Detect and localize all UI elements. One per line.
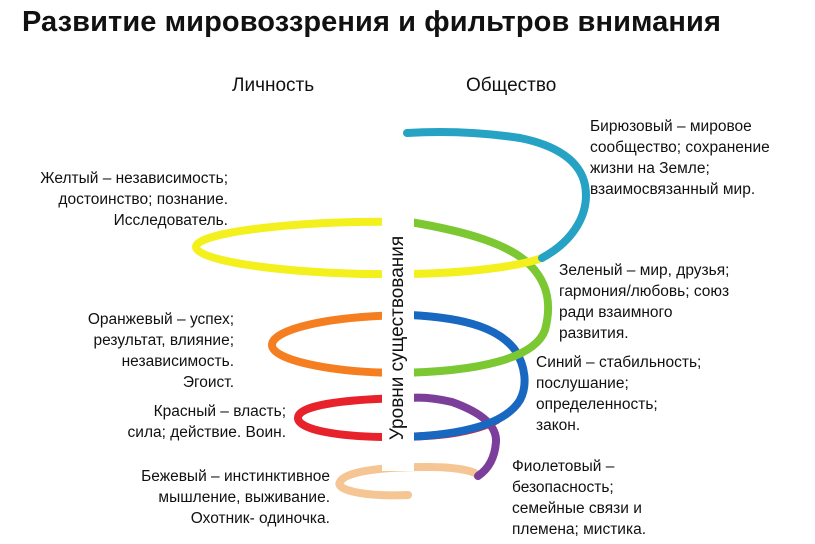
label-orange: Оранжевый – успех; результат, влияние; н… xyxy=(87,311,234,391)
spiral-beige xyxy=(335,462,482,500)
label-red: Красный – власть; сила; действие. Воин. xyxy=(127,403,286,441)
axis-label-box xyxy=(382,205,414,471)
label-blue: Синий – стабильность; послушание; опреде… xyxy=(536,354,702,434)
axis-label: Уровни существования xyxy=(387,235,408,441)
spiral-orange xyxy=(267,311,414,377)
spiral-purple xyxy=(406,393,500,480)
label-turquoise: Бирюзовый – мировое сообщество; сохранен… xyxy=(590,118,770,198)
label-purple: Фиолетовый – безопасность; семейные связ… xyxy=(512,458,646,538)
header-society: Общество xyxy=(466,75,557,96)
spiral-yellow xyxy=(191,217,546,279)
label-beige: Бежевый – инстинктивное мышление, выжива… xyxy=(141,468,330,527)
spiral-blue xyxy=(402,311,529,441)
page-title: Развитие мировоззрения и фильтров вниман… xyxy=(22,6,721,38)
label-yellow: Желтый – независимость; достоинство; поз… xyxy=(40,170,228,229)
spiral-turquoise xyxy=(403,128,590,262)
label-green: Зеленый – мир, друзья; гармония/любовь; … xyxy=(559,262,730,342)
spiral-green xyxy=(391,218,553,377)
header-personality: Личность xyxy=(232,75,315,96)
